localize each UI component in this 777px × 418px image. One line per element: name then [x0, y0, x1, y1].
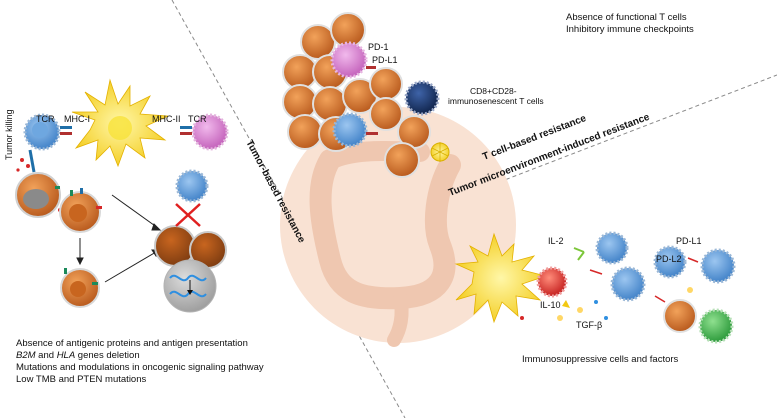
microenvironment-illustration — [454, 231, 736, 344]
senescent-label-line2: immunosenescent T cells — [448, 96, 544, 106]
label-il2: IL-2 — [548, 236, 564, 246]
label-pd1: PD-1 — [368, 42, 389, 52]
label-pdl1-right: PD-L1 — [676, 236, 702, 246]
tumor-killing — [15, 149, 62, 218]
small-yellow-cell — [430, 142, 450, 162]
tumor-cell-lower — [60, 268, 100, 308]
microenv-note-1: Immunosuppressive cells and factors — [522, 354, 679, 365]
t-cell-note-2: Inhibitory immune checkpoints — [566, 24, 694, 35]
label-tcr-right: TCR — [188, 114, 207, 124]
tumor-note-1: Absence of antigenic proteins and antige… — [16, 338, 248, 349]
label-tumor-killing: Tumor killing — [4, 109, 14, 160]
label-tcr-left: TCR — [36, 114, 55, 124]
t-cell-note-1: Absence of functional T cells — [566, 12, 687, 23]
label-pdl1: PD-L1 — [372, 55, 398, 65]
t-cell-cd4-right — [180, 113, 229, 151]
t-cell-cd8-left — [23, 113, 72, 151]
tumor-note-2-tail: genes deletion — [75, 350, 140, 361]
senescent-label-line1: CD8+CD28- — [470, 86, 517, 96]
apc-cell-right — [454, 232, 548, 324]
gene-hla: HLA — [56, 350, 76, 361]
tumor-note-3: Mutations and modulations in oncogenic s… — [16, 362, 264, 373]
colon-illustration — [280, 107, 516, 347]
label-mhc-i: MHC-I — [64, 114, 90, 124]
tumor-mass — [282, 12, 450, 178]
label-mhc-ii: MHC-II — [152, 114, 181, 124]
tumor-note-2-join: and — [35, 350, 57, 361]
label-pdl2: PD-L2 — [656, 254, 682, 264]
escape-tumor-cells — [154, 169, 227, 313]
tumor-cell-antigen-presenting — [59, 188, 102, 233]
label-tgfb: TGF-β — [576, 320, 602, 330]
apc-cell-left — [71, 78, 169, 168]
label-il10: IL-10 — [540, 300, 561, 310]
tumor-based-illustration — [15, 78, 229, 313]
tumor-note-2: B2M and HLA genes deletion — [16, 350, 140, 362]
tumor-note-4: Low TMB and PTEN mutations — [16, 374, 147, 385]
gene-b2m: B2M — [16, 350, 36, 361]
